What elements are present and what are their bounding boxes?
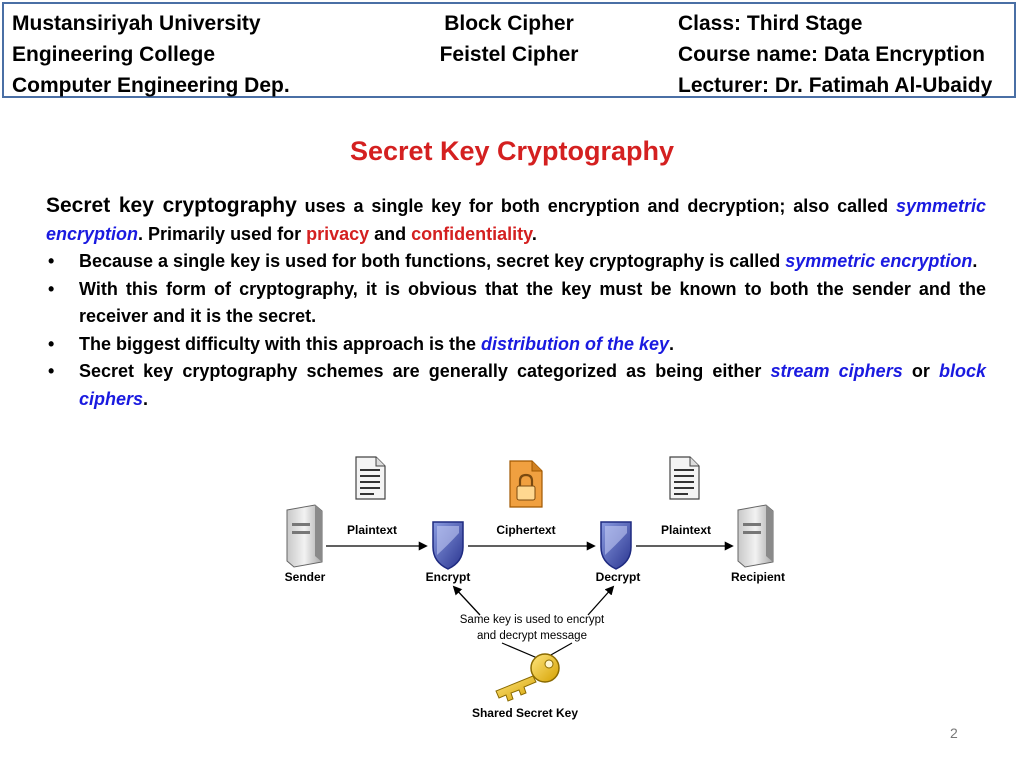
- intro-text-1: uses a single key for both encryption an…: [296, 196, 896, 216]
- sender-server-icon: [286, 504, 323, 568]
- bullet-4-text-2: or: [902, 361, 939, 381]
- bullet-item-key-distribution: The biggest difficulty with this approac…: [46, 331, 986, 359]
- shared-key-note-line-2: and decrypt message: [477, 630, 587, 642]
- plaintext-document-icon: [355, 456, 386, 500]
- header-college: Engineering College: [12, 43, 216, 66]
- plaintext-document-icon: [669, 456, 700, 500]
- header-class: Class: Third Stage: [678, 12, 863, 35]
- recipient-label: Recipient: [731, 570, 785, 584]
- page-number: 2: [950, 725, 958, 741]
- intro-highlight-privacy: privacy: [306, 223, 370, 244]
- bullet-4-highlight-block: block ciphers: [79, 361, 986, 409]
- bullet-list: Because a single key is used for both fu…: [46, 248, 986, 413]
- header-topic: Block Cipher Feistel Cipher: [434, 8, 584, 70]
- arrow-key-to-decrypt: [587, 585, 615, 616]
- secret-key-diagram: Sender Plaintext Encrypt Ciphertext Decr…: [285, 456, 785, 720]
- header-course-info: Class: Third Stage Course name: Data Enc…: [678, 8, 992, 101]
- bullet-1-text-1: Because a single key is used for both fu…: [79, 251, 786, 271]
- intro-paragraph: Secret key cryptography uses a single ke…: [46, 192, 986, 248]
- header-topic-feistel: Feistel Cipher: [439, 43, 579, 66]
- bullet-2-text-1: With this form of cryptography, it is ob…: [79, 278, 986, 327]
- bullet-4-text-1: Secret key cryptography schemes are gene…: [79, 361, 771, 381]
- arrow-key-to-encrypt: [452, 585, 481, 616]
- shared-key-label: Shared Secret Key: [472, 706, 578, 720]
- ciphertext-label: Ciphertext: [496, 523, 555, 537]
- header-course-name: Course name: Data Encryption: [678, 43, 985, 66]
- bullet-item-symmetric: Because a single key is used for both fu…: [46, 248, 986, 276]
- header-department: Computer Engineering Dep.: [12, 74, 290, 97]
- recipient-server-icon: [737, 504, 774, 568]
- intro-text-2: . Primarily used for: [138, 223, 307, 244]
- ciphertext-lock-icon: [509, 460, 543, 508]
- bullet-3-text-2: .: [669, 333, 675, 354]
- header-topic-block-cipher: Block Cipher: [444, 12, 574, 35]
- intro-highlight-confidentiality: confidentiality: [411, 223, 532, 244]
- intro-highlight-symmetric: symmetric encryption: [46, 196, 986, 244]
- shared-key-icon: [495, 653, 560, 702]
- bullet-3-text-1: The biggest difficulty with this approac…: [79, 333, 482, 354]
- bullet-item-cipher-types: Secret key cryptography schemes are gene…: [46, 358, 986, 413]
- intro-text-4: .: [531, 223, 537, 244]
- plaintext-left-label: Plaintext: [347, 523, 397, 537]
- slide-body: Secret key cryptography uses a single ke…: [46, 192, 986, 413]
- intro-text-3: and: [369, 223, 412, 244]
- bullet-3-highlight: distribution of the key: [481, 333, 670, 354]
- shared-key-note-line-1: Same key is used to encrypt: [460, 614, 605, 626]
- decrypt-label: Decrypt: [596, 570, 641, 584]
- encrypt-label: Encrypt: [426, 570, 471, 584]
- header-institution: Mustansiriyah University Engineering Col…: [12, 8, 290, 101]
- slide-header: Mustansiriyah University Engineering Col…: [2, 2, 1016, 98]
- plaintext-right-label: Plaintext: [661, 523, 711, 537]
- slide-title: Secret Key Cryptography: [349, 136, 675, 166]
- header-lecturer: Lecturer: Dr. Fatimah Al-Ubaidy: [678, 74, 993, 97]
- decrypt-shield-icon: [600, 521, 632, 570]
- bullet-4-highlight-stream: stream ciphers: [770, 361, 903, 381]
- encrypt-shield-icon: [432, 521, 464, 570]
- intro-lead: Secret key cryptography: [46, 194, 297, 217]
- bullet-item-shared-secret: With this form of cryptography, it is ob…: [46, 276, 986, 331]
- bullet-4-text-3: .: [143, 388, 149, 409]
- bullet-1-text-2: .: [972, 251, 978, 271]
- sender-label: Sender: [285, 570, 326, 584]
- bullet-1-highlight: symmetric encryption: [785, 251, 973, 271]
- header-university: Mustansiriyah University: [12, 12, 261, 35]
